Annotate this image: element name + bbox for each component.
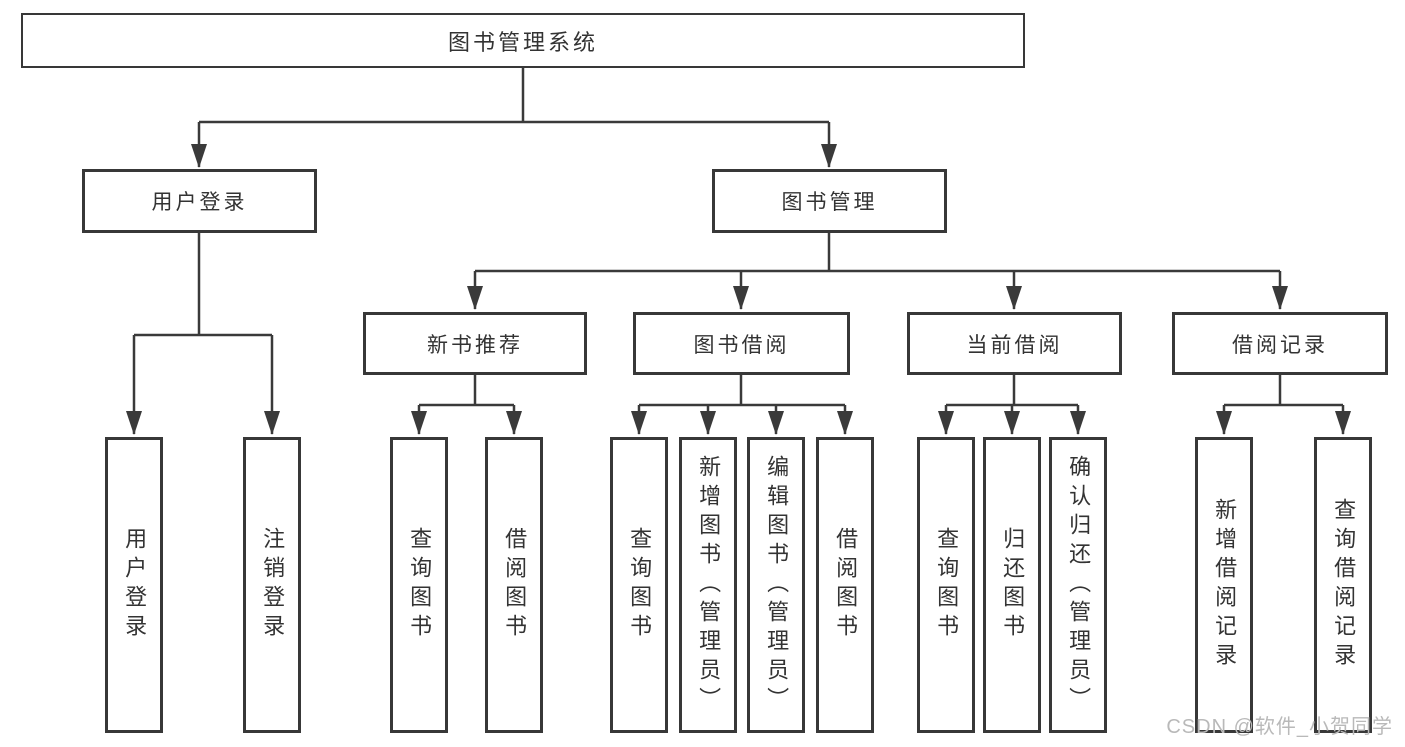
node-label: 查询图书 xyxy=(934,527,960,643)
node-new-book-recommend: 新书推荐 xyxy=(363,312,587,375)
node-label: 新增图书（管理员） xyxy=(696,454,722,716)
connector-newbook-split xyxy=(419,375,514,407)
node-label: 图书借阅 xyxy=(693,333,790,357)
node-library-system: 图书管理系统 xyxy=(21,13,1025,68)
leaf-records-add-borrow-record: 新增借阅记录 xyxy=(1195,437,1253,733)
node-label: 借阅图书 xyxy=(833,527,859,643)
connector-bookmgmt-split xyxy=(475,233,1280,273)
connector-userlogin-split xyxy=(134,233,272,337)
node-label: 查询图书 xyxy=(627,527,653,643)
node-label: 注销登录 xyxy=(260,527,286,643)
connector-borrow-split xyxy=(639,375,845,407)
leaf-borrowing-edit-book-admin: 编辑图书（管理员） xyxy=(747,437,805,733)
leaf-user-login: 用户登录 xyxy=(105,437,163,733)
connector-root-split xyxy=(199,68,829,124)
node-label: 查询借阅记录 xyxy=(1331,498,1357,672)
node-label: 新书推荐 xyxy=(427,333,523,357)
node-label: 图书管理 xyxy=(781,191,878,214)
node-label: 新增借阅记录 xyxy=(1212,498,1238,672)
leaf-current-confirm-return-admin: 确认归还（管理员） xyxy=(1049,437,1107,733)
node-book-management: 图书管理 xyxy=(712,169,947,233)
leaf-logout: 注销登录 xyxy=(243,437,301,733)
leaf-newbook-query-books: 查询图书 xyxy=(390,437,448,733)
leaf-newbook-borrow-books: 借阅图书 xyxy=(485,437,543,733)
node-borrowing-records: 借阅记录 xyxy=(1172,312,1388,375)
node-label: 归还图书 xyxy=(1000,527,1026,643)
node-label: 编辑图书（管理员） xyxy=(764,454,790,716)
leaf-current-query-books: 查询图书 xyxy=(917,437,975,733)
leaf-current-return-books: 归还图书 xyxy=(983,437,1041,733)
node-current-borrowing: 当前借阅 xyxy=(907,312,1122,375)
leaf-borrowing-add-book-admin: 新增图书（管理员） xyxy=(679,437,737,733)
node-label: 借阅记录 xyxy=(1232,333,1328,357)
leaf-borrowing-query-books: 查询图书 xyxy=(610,437,668,733)
leaf-borrowing-borrow-books: 借阅图书 xyxy=(816,437,874,733)
node-label: 查询图书 xyxy=(407,527,433,643)
node-label: 当前借阅 xyxy=(966,333,1063,357)
node-user-login: 用户登录 xyxy=(82,169,317,233)
node-label: 确认归还（管理员） xyxy=(1066,454,1092,716)
node-label: 图书管理系统 xyxy=(447,29,598,55)
connector-current-split xyxy=(946,375,1078,407)
node-book-borrowing: 图书借阅 xyxy=(633,312,850,375)
connector-records-split xyxy=(1224,375,1343,407)
csdn-watermark: CSDN @软件_小贺同学 xyxy=(1166,716,1393,738)
node-label: 借阅图书 xyxy=(502,527,528,643)
leaf-records-query-borrow-record: 查询借阅记录 xyxy=(1314,437,1372,733)
node-label: 用户登录 xyxy=(151,191,248,214)
node-label: 用户登录 xyxy=(122,527,148,643)
